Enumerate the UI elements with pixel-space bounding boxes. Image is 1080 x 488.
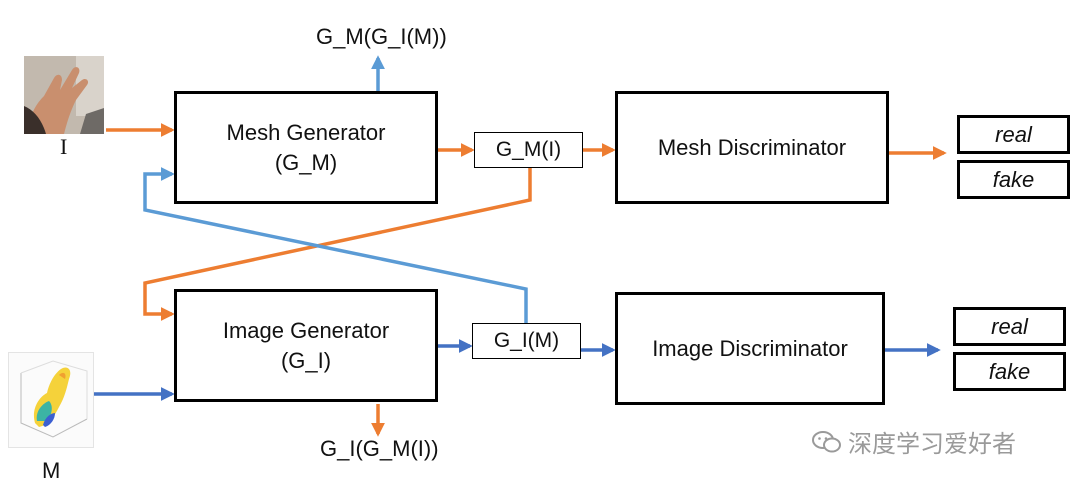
mesh-outcome-fake: fake xyxy=(957,160,1070,199)
mesh-output-box: G_M(I) xyxy=(474,132,583,168)
input-image-label: I xyxy=(60,134,68,159)
image-outcome-real: real xyxy=(953,307,1066,346)
image-generator-title: Image Generator xyxy=(222,317,390,343)
mesh-generator-box: Mesh Generator (G_M) xyxy=(174,91,438,204)
mesh-outcome-real: real xyxy=(957,115,1070,154)
image-output-label: G_I(M) xyxy=(493,328,560,352)
image-output-box: G_I(M) xyxy=(472,323,581,359)
input-mesh-plot xyxy=(8,352,94,448)
mesh-discriminator-box: Mesh Discriminator xyxy=(615,91,889,204)
image-discriminator-title: Image Discriminator xyxy=(652,335,848,361)
mesh-outcome-real-label: real xyxy=(995,121,1032,147)
mesh-outcome-fake-label: fake xyxy=(992,166,1035,192)
image-outcome-fake-label: fake xyxy=(988,358,1031,384)
mesh-generator-symbol: (G_M) xyxy=(274,149,338,175)
watermark-text: 深度学习爱好者 xyxy=(848,431,1016,458)
watermark: 深度学习爱好者 xyxy=(812,424,1016,459)
image-cycle-output-label: G_I(G_M(I)) xyxy=(320,436,439,461)
image-outcome-real-label: real xyxy=(991,313,1028,339)
image-generator-box: Image Generator (G_I) xyxy=(174,289,438,402)
image-outcome-fake: fake xyxy=(953,352,1066,391)
mesh-generator-title: Mesh Generator xyxy=(226,119,386,145)
arrow-mesh-output-to-image-generator xyxy=(143,168,532,321)
image-generator-symbol: (G_I) xyxy=(280,347,332,373)
input-mesh-label: M xyxy=(42,458,61,483)
arrow-image-output-to-mesh-generator xyxy=(143,167,528,323)
input-hand-photo xyxy=(24,56,104,134)
mesh-output-label: G_M(I) xyxy=(495,137,562,161)
mesh-discriminator-title: Mesh Discriminator xyxy=(657,134,847,160)
mesh-plot-illustration xyxy=(20,360,88,438)
image-discriminator-box: Image Discriminator xyxy=(615,292,885,405)
wechat-icon xyxy=(812,430,841,452)
mesh-cycle-output-label: G_M(G_I(M)) xyxy=(316,24,447,49)
hand-photo-illustration xyxy=(24,56,104,134)
